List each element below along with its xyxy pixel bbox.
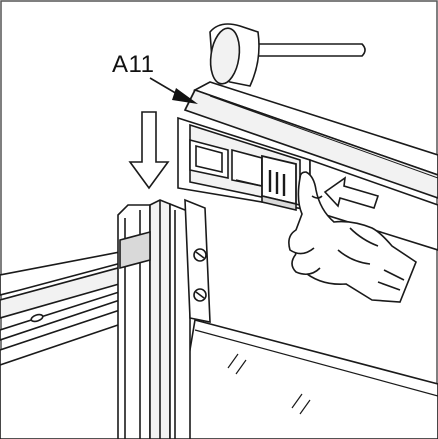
slide-left-arrow-icon: [323, 176, 380, 209]
glass-panel: [174, 319, 438, 439]
mallet-icon: [209, 23, 366, 87]
down-arrow-icon: [128, 111, 170, 190]
vertical-profile-post: [117, 198, 211, 439]
part-pointer-arrow: [149, 77, 198, 104]
top-rail-a11: [177, 81, 438, 251]
pointing-hand-icon: [288, 171, 417, 303]
part-label-a11: A11: [112, 51, 154, 78]
